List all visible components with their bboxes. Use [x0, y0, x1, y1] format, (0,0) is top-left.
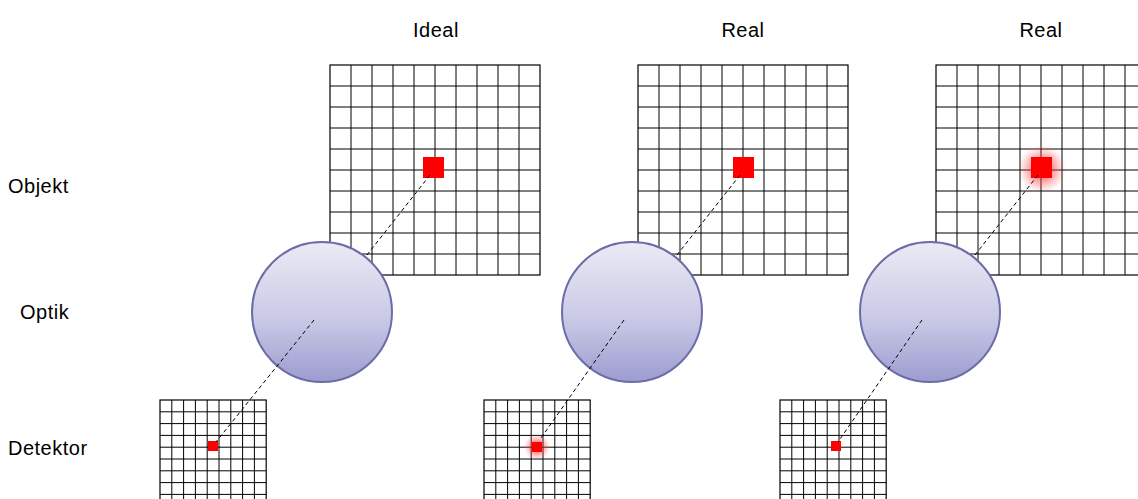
detector-grids — [160, 400, 886, 499]
detector-point — [208, 441, 218, 451]
blur-spot — [1018, 145, 1066, 193]
row-label: Objekt — [8, 175, 69, 198]
detector-grid — [160, 400, 266, 499]
object-point — [1031, 157, 1052, 178]
object-point — [423, 157, 444, 178]
detector-point — [831, 441, 841, 451]
dashed-rays — [216, 320, 922, 442]
column-heading: Ideal — [413, 19, 459, 42]
blur-spot — [524, 434, 550, 460]
object-grid — [638, 65, 848, 275]
row-label: Optik — [20, 301, 69, 324]
detector-grid — [484, 400, 590, 499]
object-grid — [936, 65, 1138, 275]
object-grids — [330, 65, 1138, 275]
detector-point — [532, 442, 542, 452]
object-point — [733, 157, 754, 178]
column-heading: Real — [721, 19, 764, 42]
detector-grid — [780, 400, 886, 499]
column-heading: Real — [1019, 19, 1062, 42]
object-grid — [330, 65, 540, 275]
row-label: Detektor — [8, 437, 88, 460]
lens — [252, 242, 1000, 382]
